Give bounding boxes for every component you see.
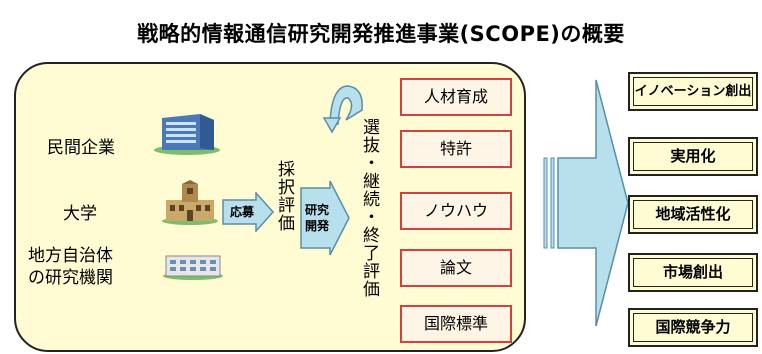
result-regional-revitalization: 地域活性化 — [628, 195, 758, 234]
input-label-private-company: 民間企業 — [47, 138, 115, 158]
output-international-standards: 国際標準 — [400, 305, 512, 343]
input-label-university: 大学 — [63, 204, 97, 224]
page-title: 戦略的情報通信研究開発推進事業(SCOPE)の概要 — [137, 22, 625, 46]
outcome-arrow — [543, 79, 629, 327]
result-innovation: イノベーション創出 — [628, 72, 758, 111]
result-market-creation: 市場創出 — [628, 253, 758, 292]
apply-arrow — [222, 192, 274, 232]
research-institute-icon — [163, 255, 223, 280]
feedback-loop-arrow — [322, 85, 363, 134]
adoption-evaluation-label: 採択評価 — [274, 160, 294, 232]
university-icon — [162, 180, 218, 225]
output-patents: 特許 — [400, 130, 512, 168]
rnd-label: 研究開発 — [304, 203, 329, 233]
input-label-local-government-institute: 地方自治体 の研究機関 — [28, 246, 113, 288]
output-human-resources: 人材育成 — [400, 78, 512, 116]
office-building-icon — [154, 114, 220, 155]
selection-evaluation-label: 選抜・継続・終了評価 — [359, 118, 379, 298]
result-practical-use: 実用化 — [628, 137, 758, 176]
result-international-competitiveness: 国際競争力 — [628, 308, 758, 347]
apply-label: 応募 — [229, 205, 254, 219]
output-papers: 論文 — [400, 249, 512, 287]
output-know-how: ノウハウ — [400, 192, 512, 230]
rnd-arrow — [300, 180, 350, 256]
